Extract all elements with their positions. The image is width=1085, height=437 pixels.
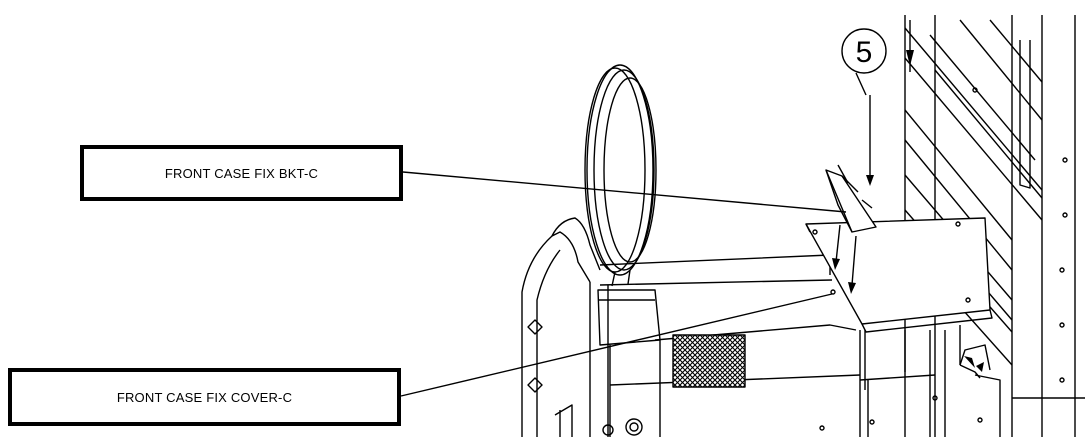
step-number: 5 <box>856 36 873 69</box>
lens-ring <box>584 64 657 287</box>
bracket-callout-label: FRONT CASE FIX BKT-C <box>164 165 319 181</box>
front-case-fix-cover <box>805 217 993 390</box>
front-case-body <box>597 254 1001 437</box>
bracket-leader-line <box>402 171 847 213</box>
step-number-circle <box>841 28 887 74</box>
cover-leader-line <box>400 293 833 397</box>
cover-callout-box: FRONT CASE FIX COVER-C <box>8 368 401 426</box>
bracket-callout-box: FRONT CASE FIX BKT-C <box>80 145 403 201</box>
cover-callout-label: FRONT CASE FIX COVER-C <box>116 389 293 405</box>
side-frame <box>521 217 643 437</box>
assembly-arrows <box>835 95 873 286</box>
